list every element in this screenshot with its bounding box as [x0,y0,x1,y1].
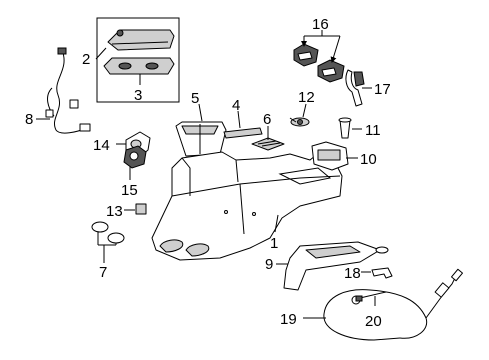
callout-7: 7 [99,264,107,281]
part-11-fastener[interactable] [338,117,352,139]
part-1-console[interactable] [151,151,343,261]
part-7-plugs[interactable] [91,221,125,244]
callout-3: 3 [134,87,142,104]
part-9-shifter-bezel[interactable] [283,241,389,291]
part-20-cable-clip[interactable] [355,291,387,302]
callout-19: 19 [280,311,297,328]
callout-9: 9 [265,256,273,273]
part-13-clip[interactable] [135,203,147,215]
callout-10: 10 [360,151,377,168]
callout-14: 14 [93,137,110,154]
callout-17: 17 [374,81,391,98]
inset-box [96,17,180,103]
part-3-tray[interactable] [103,57,175,75]
callout-18: 18 [344,265,361,282]
part-6-mat[interactable] [251,137,285,151]
callout-6: 6 [263,111,271,128]
part-17-shift-knob[interactable] [345,69,365,107]
callout-2: 2 [82,51,90,68]
callout-16: 16 [312,16,329,33]
part-19-shift-cable[interactable] [323,268,464,341]
part-2-lid[interactable] [107,29,175,51]
part-12-bulb[interactable] [289,117,310,127]
callout-1: 1 [270,235,278,252]
callout-13: 13 [106,203,123,220]
callout-20: 20 [365,313,382,330]
part-4-trim-strip[interactable] [223,127,263,139]
callout-4: 4 [232,97,240,114]
part-18-lever[interactable] [371,267,393,279]
callout-12: 12 [298,89,315,106]
callout-8: 8 [25,111,33,128]
part-8-harness[interactable] [45,47,91,134]
callout-15: 15 [121,182,138,199]
part-5-cup-holder[interactable] [175,121,227,157]
part-10-bracket[interactable] [311,141,349,171]
part-16-switches[interactable] [293,43,345,83]
part-15-switch-module[interactable] [123,145,147,169]
callout-5: 5 [191,90,199,107]
callout-11: 11 [365,122,381,139]
